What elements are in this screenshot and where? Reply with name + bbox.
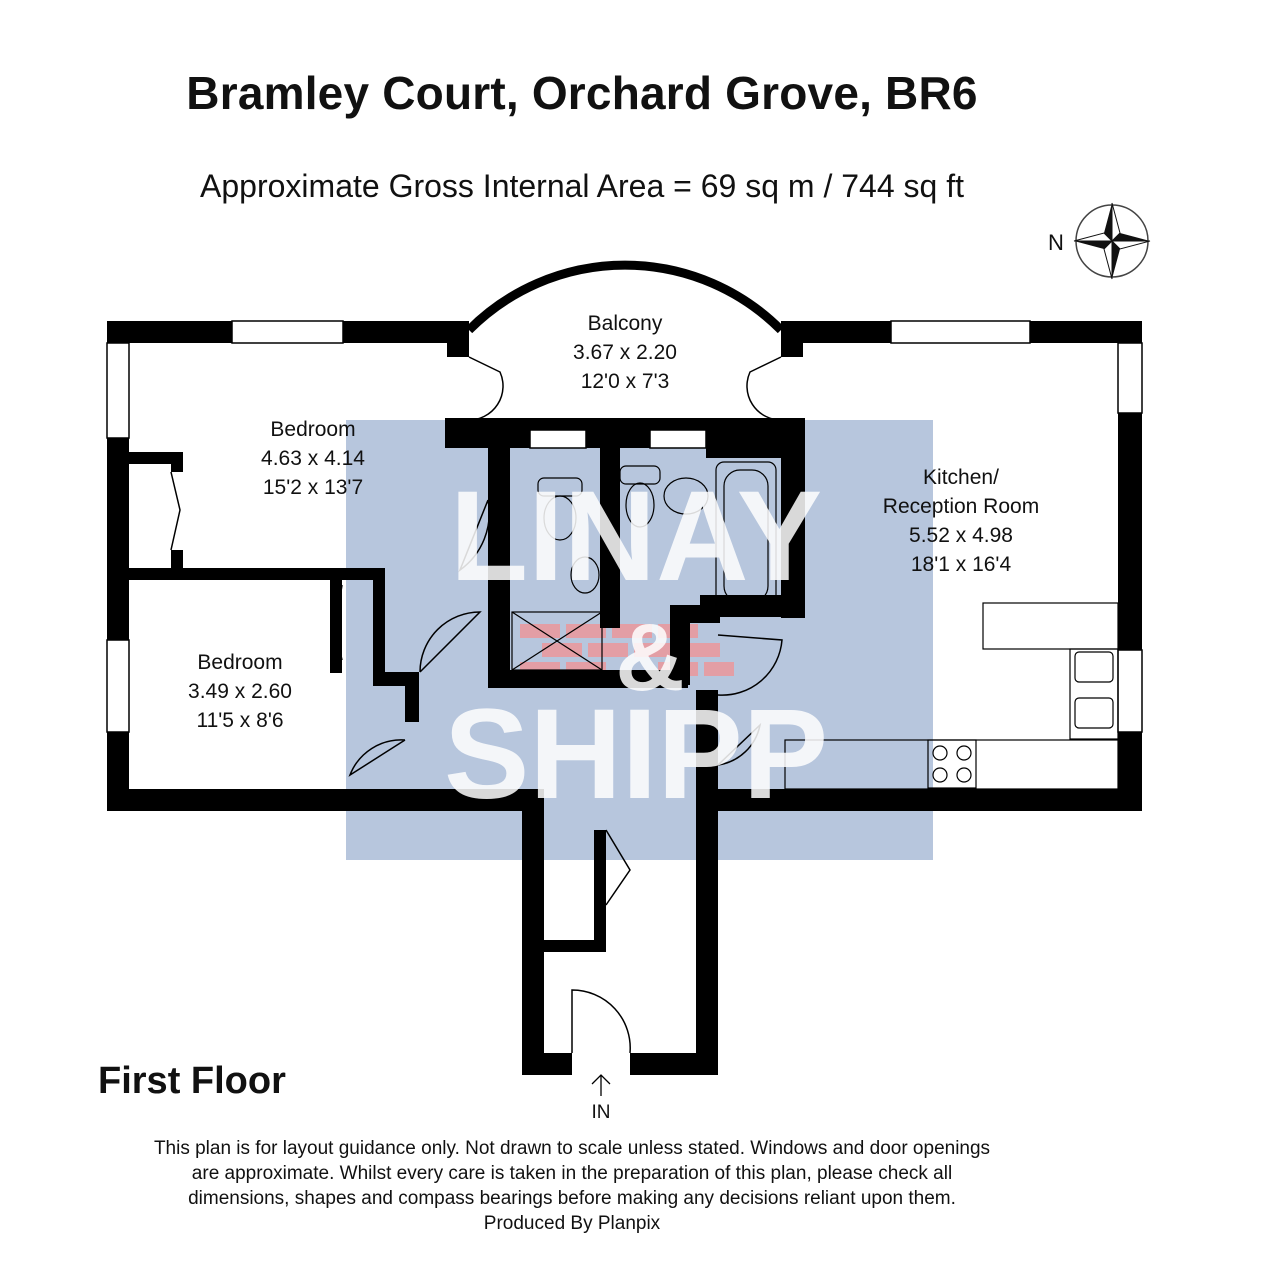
balcony-arc [465, 260, 785, 334]
balcony-imperial: 12'0 x 7'3 [581, 370, 670, 393]
entrance-label: IN [592, 1102, 611, 1123]
watermark-block [346, 420, 933, 860]
disclaimer: This plan is for layout guidance only. N… [0, 1136, 1144, 1236]
sink-icon [1074, 651, 1114, 729]
plan-title: Bramley Court, Orchard Grove, BR6 [186, 67, 978, 119]
doors [170, 471, 783, 1054]
bedroom1-imperial: 15'2 x 13'7 [263, 476, 363, 499]
toilet-icon [537, 465, 661, 541]
bedroom2-name: Bedroom [197, 651, 282, 674]
compass-icon [1073, 202, 1151, 280]
disclaimer-line: dimensions, shapes and compass bearings … [188, 1188, 956, 1209]
watermark-line2: SHIPP [444, 683, 828, 826]
bath-icon [715, 461, 777, 611]
kitchen-imperial: 18'1 x 16'4 [911, 553, 1012, 576]
shower-tray-icon [511, 611, 603, 671]
disclaimer-line: are approximate. Whilst every care is ta… [191, 1163, 953, 1184]
bedroom2-imperial: 11'5 x 8'6 [196, 709, 283, 732]
compass-north-label: N [1048, 230, 1064, 255]
bedroom1-metric: 4.63 x 4.14 [261, 447, 365, 470]
basin-icon [570, 477, 709, 594]
kitchen-metric: 5.52 x 4.98 [909, 524, 1013, 547]
windows [106, 320, 1143, 733]
balcony-metric: 3.67 x 2.20 [573, 341, 677, 364]
disclaimer-credit: Produced By Planpix [483, 1213, 661, 1234]
balcony-doors [468, 356, 782, 421]
watermark-ampersand: & [615, 604, 684, 711]
watermark-line1: LINAY [450, 465, 822, 608]
floor-label: First Floor [98, 1060, 286, 1102]
hob-icon [927, 739, 977, 789]
balcony-name: Balcony [588, 312, 663, 335]
gross-area: Approximate Gross Internal Area = 69 sq … [200, 168, 964, 204]
bedroom1-name: Bedroom [270, 418, 355, 441]
entrance-arrow-icon [591, 1074, 611, 1096]
bedroom2-metric: 3.49 x 2.60 [188, 680, 292, 703]
kitchen-name-line2: Reception Room [883, 495, 1039, 518]
disclaimer-line: This plan is for layout guidance only. N… [153, 1138, 991, 1159]
kitchen-name-line1: Kitchen/ [923, 466, 999, 489]
